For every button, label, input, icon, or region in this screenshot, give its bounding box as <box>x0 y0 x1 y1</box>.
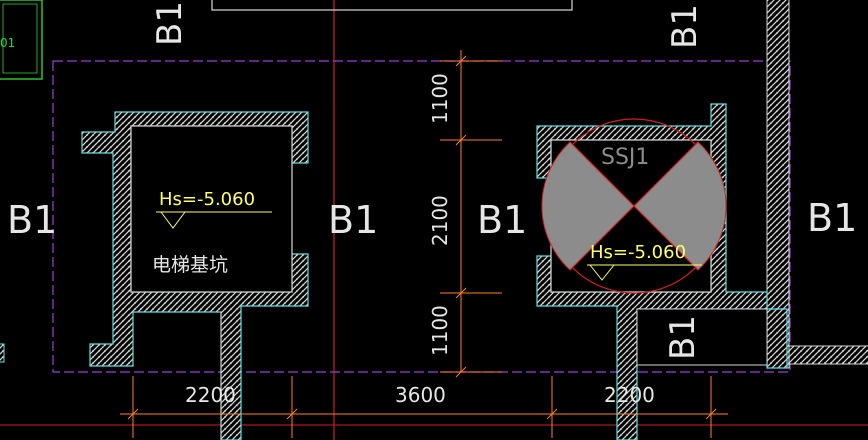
horizontal-dimension <box>120 376 728 438</box>
b1-bottom-right: B1 <box>663 315 703 360</box>
pit-label: 电梯基坑 <box>152 254 228 276</box>
dim-h-1: 2200 <box>185 383 236 407</box>
dim-v-1: 1100 <box>428 73 452 124</box>
hs-right: Hs=-5.060 <box>590 242 686 263</box>
pit-region-outline <box>52 60 791 373</box>
green-tag: 01 <box>0 36 15 50</box>
dim-v-3: 1100 <box>428 305 452 356</box>
green-element-inner <box>2 3 38 74</box>
sump-ssj1: SSJ1 <box>541 118 727 294</box>
dim-h-2: 3600 <box>395 383 446 407</box>
vertical-dimension <box>440 50 502 378</box>
b1-far-right: B1 <box>807 196 857 240</box>
elevation-marker-right: Hs=-5.060 <box>587 242 702 281</box>
left-elevator-pit <box>81 111 309 440</box>
hs-left: Hs=-5.060 <box>159 189 255 210</box>
dim-v-2: 2100 <box>428 195 452 246</box>
elevation-marker-left: Hs=-5.060 <box>156 189 272 229</box>
b1-left: B1 <box>7 198 57 242</box>
dim-h-3: 2200 <box>604 383 655 407</box>
top-beam <box>211 0 573 11</box>
b1-center: B1 <box>328 198 378 242</box>
right-wall-slab <box>788 345 868 365</box>
green-element <box>0 0 43 80</box>
b1-top-left: B1 <box>150 1 190 46</box>
left-edge-stub <box>0 343 5 363</box>
ssj1-label: SSJ1 <box>601 145 649 170</box>
b1-top-right: B1 <box>665 4 705 49</box>
b1-mid-right: B1 <box>477 198 527 242</box>
